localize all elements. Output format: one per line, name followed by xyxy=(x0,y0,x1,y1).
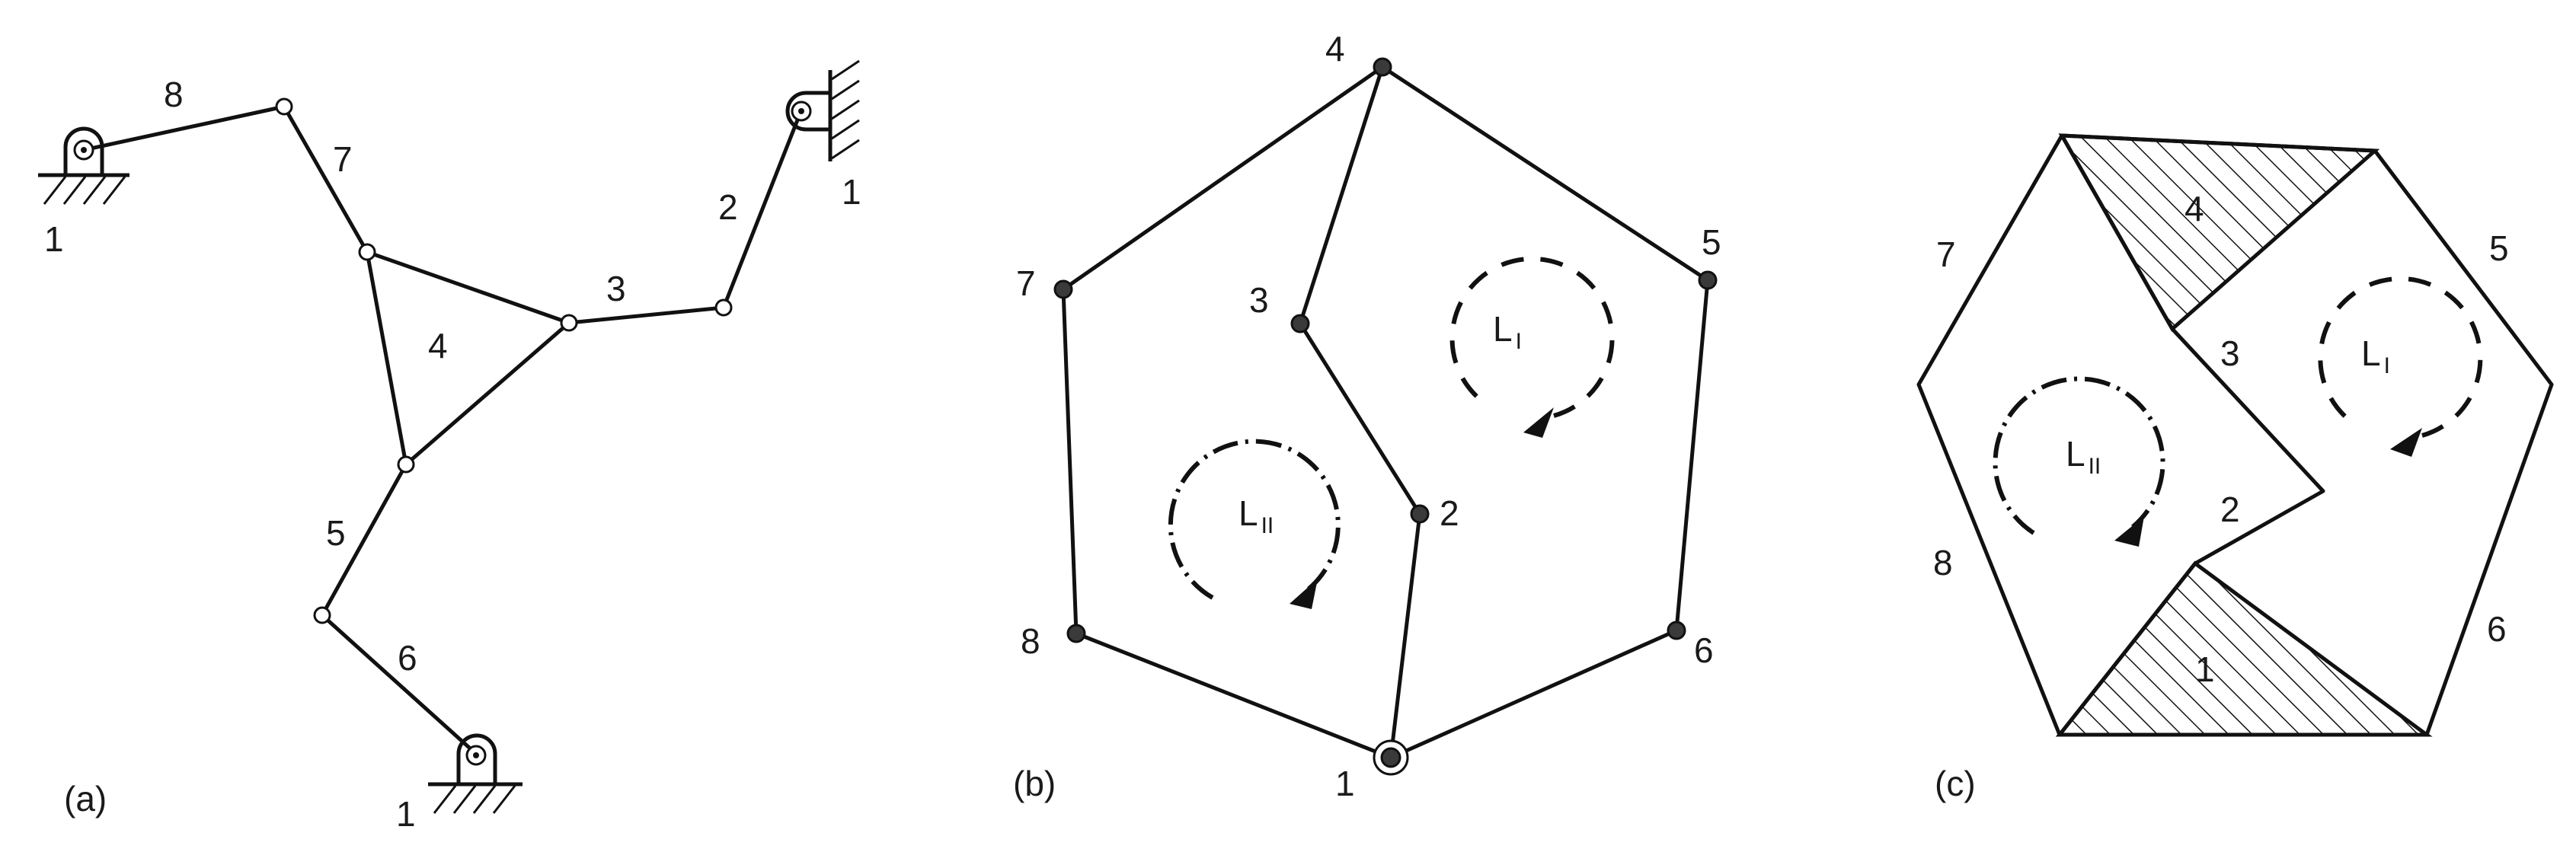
node-label-3: 3 xyxy=(1249,280,1269,320)
ground-support-right xyxy=(785,59,860,161)
region-label-6: 6 xyxy=(2487,609,2507,649)
joint xyxy=(358,243,376,261)
label-link-3: 3 xyxy=(606,269,626,308)
region-label-1: 1 xyxy=(2195,649,2215,689)
hatched-region-4 xyxy=(2058,133,2380,332)
region-label-5: 5 xyxy=(2489,228,2509,268)
loop-I-arrow xyxy=(1449,256,1615,438)
label-link-8: 8 xyxy=(164,75,184,114)
node-label-6: 6 xyxy=(1694,630,1714,670)
region-label-4: 4 xyxy=(2184,189,2204,228)
loop-I-arrow xyxy=(2318,276,2483,457)
region-label-3: 3 xyxy=(2220,333,2240,373)
region-outer-boundary xyxy=(1916,133,2554,737)
ground-support-bottom xyxy=(428,733,523,814)
label-link-4: 4 xyxy=(428,326,448,365)
caption-c: (c) xyxy=(1935,764,1976,803)
label-link-2: 2 xyxy=(718,187,738,227)
graph-node-8 xyxy=(1066,624,1086,643)
graph-node-4 xyxy=(1373,57,1392,77)
label-link-5: 5 xyxy=(326,513,346,553)
joint xyxy=(714,298,733,317)
region-label-7: 7 xyxy=(1936,235,1956,274)
region-inner-boundary xyxy=(2057,133,2325,737)
node-label-1: 1 xyxy=(1335,764,1355,803)
panel-a: 8 7 4 3 2 5 6 1 1 1 (a) xyxy=(38,59,861,834)
hatched-region-1 xyxy=(2055,560,2433,737)
node-label-5: 5 xyxy=(1702,222,1721,262)
graph-outer-cycle xyxy=(1061,65,1710,760)
graph-node-6 xyxy=(1667,621,1686,640)
label-ground-left: 1 xyxy=(44,219,64,259)
region-label-2: 2 xyxy=(2220,490,2240,529)
label-ground-right: 1 xyxy=(842,172,861,212)
graph-node-7 xyxy=(1053,279,1073,299)
link-5 xyxy=(320,462,408,617)
joint xyxy=(560,314,578,332)
graph-node-1-ground xyxy=(1373,739,1409,776)
node-label-2: 2 xyxy=(1440,493,1459,533)
caption-b: (b) xyxy=(1013,764,1056,803)
graph-inner-path xyxy=(1298,65,1422,760)
label-link-6: 6 xyxy=(398,638,417,678)
node-label-4: 4 xyxy=(1325,29,1345,69)
graph-node-3 xyxy=(1290,314,1310,333)
node-label-8: 8 xyxy=(1021,621,1040,661)
joint xyxy=(275,97,293,116)
label-ground-bottom: 1 xyxy=(396,794,416,834)
joint xyxy=(313,606,331,624)
joint xyxy=(397,455,415,474)
link-2 xyxy=(721,112,802,310)
graph-node-5 xyxy=(1698,270,1718,290)
node-label-7: 7 xyxy=(1016,263,1036,303)
link-8 xyxy=(81,104,286,152)
loop-II-arrow xyxy=(1993,376,2165,547)
link-4-triangle xyxy=(365,250,571,467)
caption-a: (a) xyxy=(64,779,107,818)
graph-node-2 xyxy=(1410,504,1430,524)
link-3 xyxy=(567,305,726,325)
ground-support-left xyxy=(38,126,129,205)
link-6 xyxy=(320,613,478,756)
link-7 xyxy=(282,104,369,254)
label-link-7: 7 xyxy=(333,139,353,179)
loop-II-arrow xyxy=(1168,439,1341,609)
region-label-8: 8 xyxy=(1933,543,1953,582)
